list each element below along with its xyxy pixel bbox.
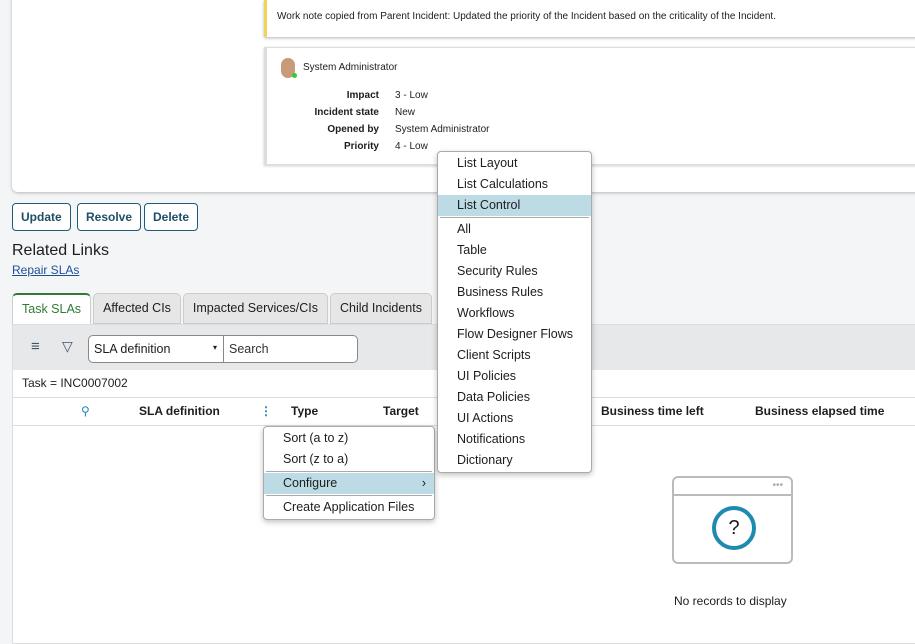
column-context-menu: Sort (a to z) Sort (z to a) Configure› C… — [263, 426, 435, 520]
menu-sort-desc[interactable]: Sort (z to a) — [283, 452, 349, 466]
work-note-text: Work note copied from Parent Incident: U… — [277, 11, 776, 22]
column-options-icon[interactable]: ⋮ — [260, 404, 272, 418]
search-input[interactable]: Search — [223, 335, 358, 363]
update-button[interactable]: Update — [12, 203, 71, 231]
menu-configure[interactable]: Configure› — [264, 473, 434, 494]
menu-dictionary[interactable]: Dictionary — [457, 453, 513, 467]
field-select[interactable]: SLA definition▾ — [88, 335, 224, 363]
avatar — [281, 58, 297, 78]
column-business-elapsed-time[interactable]: Business elapsed time — [755, 404, 885, 418]
tab-child-incidents[interactable]: Child Incidents — [329, 293, 432, 324]
work-note: Work note copied from Parent Incident: U… — [264, 0, 915, 37]
repair-slas-link[interactable]: Repair SLAs — [12, 263, 80, 277]
menu-all[interactable]: All — [457, 222, 471, 236]
menu-business-rules[interactable]: Business Rules — [457, 285, 544, 299]
no-records-text: No records to display — [674, 594, 787, 608]
search-column-icon[interactable]: ⚲ — [81, 404, 90, 418]
resolve-button[interactable]: Resolve — [77, 203, 142, 231]
menu-create-application-files[interactable]: Create Application Files — [283, 500, 415, 514]
related-links-title: Related Links — [12, 242, 109, 259]
empty-illustration: ••• ? — [672, 476, 793, 564]
menu-list-layout[interactable]: List Layout — [457, 156, 518, 170]
hamburger-menu-icon[interactable]: ≡ — [31, 338, 40, 355]
tab-affected-cis[interactable]: Affected CIs — [93, 293, 181, 324]
menu-client-scripts[interactable]: Client Scripts — [457, 348, 531, 362]
author-name: System Administrator — [303, 62, 398, 73]
delete-button[interactable]: Delete — [144, 203, 199, 231]
menu-list-calculations[interactable]: List Calculations — [457, 177, 549, 191]
menu-list-control[interactable]: List Control — [438, 195, 591, 216]
menu-ui-policies[interactable]: UI Policies — [457, 369, 517, 383]
question-icon: ? — [712, 506, 756, 550]
menu-security-rules[interactable]: Security Rules — [457, 264, 538, 278]
chevron-down-icon: ▾ — [212, 343, 217, 352]
tab-task-slas[interactable]: Task SLAs — [12, 293, 92, 324]
menu-table[interactable]: Table — [457, 243, 487, 257]
column-business-time-left[interactable]: Business time left — [601, 404, 704, 418]
filter-icon[interactable]: ▽ — [62, 338, 73, 354]
online-status-icon — [292, 73, 297, 78]
menu-workflows[interactable]: Workflows — [457, 306, 515, 320]
column-sla-definition[interactable]: SLA definition — [139, 404, 220, 418]
menu-ui-actions[interactable]: UI Actions — [457, 411, 514, 425]
column-target[interactable]: Target — [383, 404, 419, 418]
tab-impacted-services[interactable]: Impacted Services/CIs — [182, 293, 328, 324]
menu-data-policies[interactable]: Data Policies — [457, 390, 530, 404]
menu-sort-asc[interactable]: Sort (a to z) — [283, 431, 349, 445]
menu-flow-designer-flows[interactable]: Flow Designer Flows — [457, 327, 574, 341]
configure-submenu: List Layout List Calculations List Contr… — [437, 151, 592, 473]
chevron-right-icon: › — [421, 476, 426, 490]
column-type[interactable]: Type — [291, 404, 319, 418]
menu-notifications[interactable]: Notifications — [457, 432, 526, 446]
